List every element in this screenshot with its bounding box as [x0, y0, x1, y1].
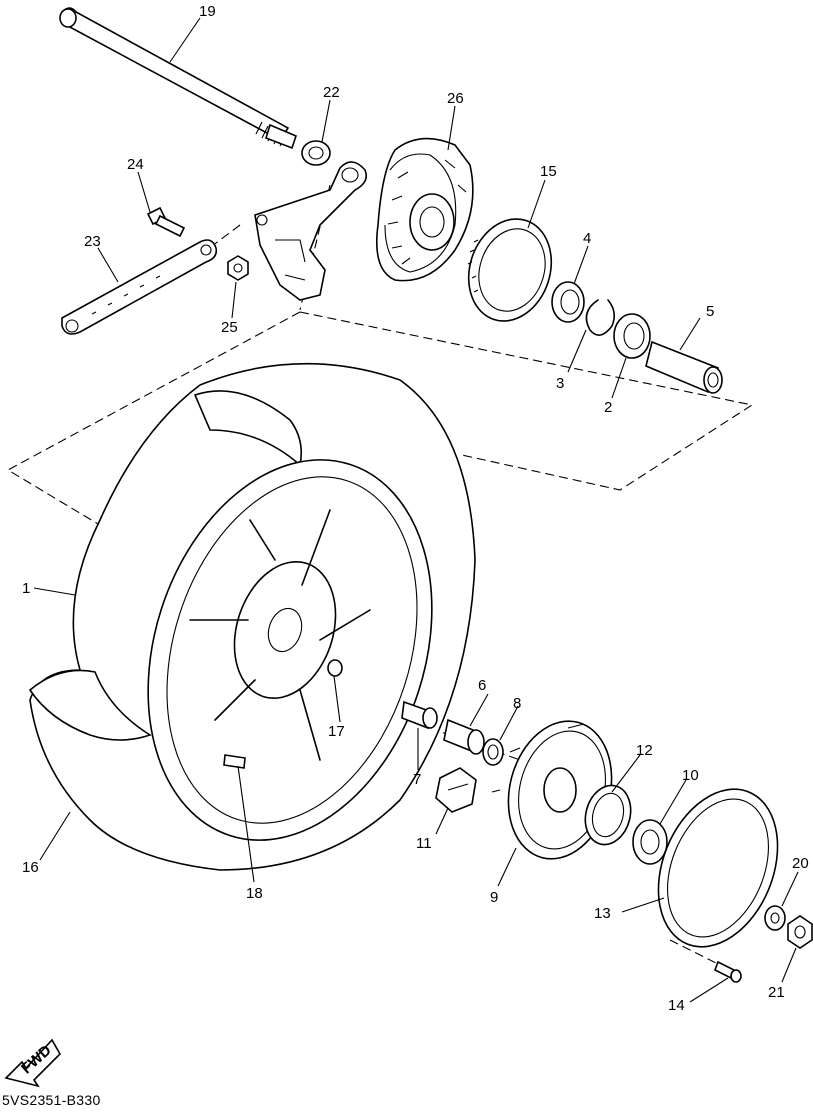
rear-wheel-assembly — [28, 362, 476, 871]
callout-16: 16 — [22, 859, 39, 876]
spacer-part-5 — [645, 340, 723, 394]
callout-18: 18 — [246, 885, 263, 902]
bolt-part-24 — [146, 206, 186, 238]
callout-numbers: 19 22 26 15 4 5 3 2 24 23 25 1 17 6 8 7 … — [22, 3, 809, 1014]
callout-23: 23 — [84, 233, 101, 250]
torque-arm-part-23 — [61, 239, 218, 335]
axle-nut-part-21 — [787, 915, 813, 949]
bearing-part-2 — [613, 313, 651, 359]
callout-6: 6 — [478, 677, 486, 694]
nut-part-25 — [227, 255, 249, 281]
screw-part-14 — [713, 960, 742, 983]
bearing-part-6 — [443, 718, 485, 755]
axle-part-19 — [59, 7, 297, 150]
callout-10: 10 — [682, 767, 699, 784]
callout-19: 19 — [199, 3, 216, 20]
callout-4: 4 — [583, 230, 591, 247]
collar-part-7 — [401, 700, 438, 730]
circlip-part-3 — [585, 299, 616, 336]
callout-8: 8 — [513, 695, 521, 712]
valve-part-17 — [327, 659, 343, 677]
washer-part-20 — [764, 905, 786, 931]
callout-17: 17 — [328, 723, 345, 740]
callout-14: 14 — [668, 997, 685, 1014]
circlip-part-8 — [482, 738, 504, 766]
callout-22: 22 — [323, 84, 340, 101]
callout-5: 5 — [706, 303, 714, 320]
callout-26: 26 — [447, 90, 464, 107]
balance-weight-part-18 — [223, 754, 246, 769]
callout-3: 3 — [556, 375, 564, 392]
bearing-part-4 — [551, 281, 585, 323]
caliper-bracket — [254, 161, 368, 301]
callout-13: 13 — [594, 905, 611, 922]
callout-24: 24 — [127, 156, 144, 173]
callout-25: 25 — [221, 319, 238, 336]
leader-lines — [33, 17, 799, 1003]
bearing-part-10 — [632, 819, 668, 865]
callout-21: 21 — [768, 984, 785, 1001]
ring-part-15 — [467, 218, 553, 322]
diagram-reference-code: 5VS2351-B330 — [2, 1092, 101, 1108]
callout-12: 12 — [636, 742, 653, 759]
damper-part-11 — [435, 767, 477, 813]
fwd-arrow-icon: FWD — [4, 1038, 61, 1088]
callout-15: 15 — [540, 163, 557, 180]
callout-11: 11 — [416, 835, 432, 852]
callout-7: 7 — [413, 771, 421, 788]
callout-9: 9 — [490, 889, 498, 906]
callout-2: 2 — [604, 399, 612, 416]
clutch-hub-part-26 — [375, 137, 474, 282]
ring-part-13 — [657, 788, 779, 948]
seal-part-12 — [584, 784, 632, 846]
callout-20: 20 — [792, 855, 809, 872]
collar-part-22 — [301, 140, 331, 166]
callout-1: 1 — [22, 580, 30, 597]
